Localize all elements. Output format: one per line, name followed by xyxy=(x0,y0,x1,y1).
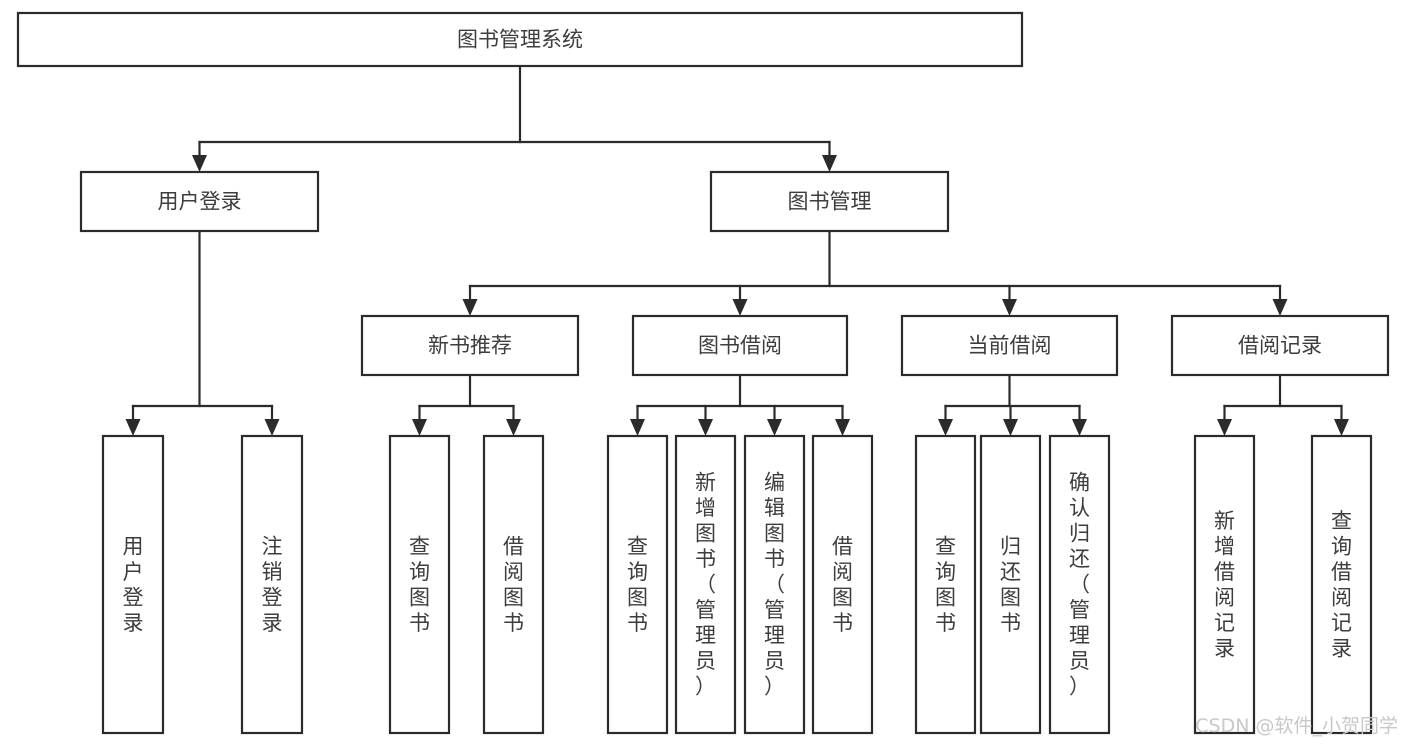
node-box-leaf-br-query-record[interactable] xyxy=(1310,434,1373,735)
arrow-head-icon xyxy=(192,155,207,172)
node-label-user-login: 用户登录 xyxy=(158,190,242,214)
node-box-leaf-cb-query-book[interactable] xyxy=(914,434,977,735)
node-box-book-manage[interactable] xyxy=(709,170,950,233)
node-user-login[interactable]: 用户登录 xyxy=(79,170,320,233)
node-label-leaf-bb-query-book: 查询图书 xyxy=(627,534,648,635)
node-label-leaf-cb-return-book: 归还图书 xyxy=(1000,534,1021,635)
edge-group-borrow-record xyxy=(1217,373,1349,436)
arrow-head-icon xyxy=(1072,419,1087,436)
node-leaf-cb-query-book[interactable]: 查询图书 xyxy=(914,434,977,735)
arrow-head-icon xyxy=(462,299,478,316)
edge-group-book-manage xyxy=(462,229,1288,316)
node-book-manage[interactable]: 图书管理 xyxy=(709,170,950,233)
edge-group-user-login xyxy=(125,229,280,436)
node-box-leaf-rec-query-book[interactable] xyxy=(388,434,451,735)
arrow-head-icon xyxy=(630,419,645,436)
node-leaf-bb-borrow-book[interactable]: 借阅图书 xyxy=(811,434,874,735)
node-box-leaf-bb-query-book[interactable] xyxy=(606,434,669,735)
node-label-leaf-br-add-record: 新增借阅记录 xyxy=(1214,509,1235,661)
node-leaf-user-login[interactable]: 用户登录 xyxy=(101,434,165,735)
node-label-leaf-rec-borrow-book: 借阅图书 xyxy=(503,534,524,635)
node-layer: 图书管理系统用户登录图书管理新书推荐图书借阅当前借阅借阅记录用户登录注销登录查询… xyxy=(16,11,1390,735)
node-box-leaf-rec-borrow-book[interactable] xyxy=(482,434,545,735)
node-leaf-br-query-record[interactable]: 查询借阅记录 xyxy=(1310,434,1373,735)
arrow-head-icon xyxy=(1003,419,1018,436)
connector-layer xyxy=(125,64,1349,436)
node-box-leaf-bb-borrow-book[interactable] xyxy=(811,434,874,735)
arrow-head-icon xyxy=(698,419,713,436)
node-label-leaf-logout: 注销登录 xyxy=(262,534,283,635)
node-label-book-manage: 图书管理 xyxy=(788,190,872,214)
arrow-head-icon xyxy=(1272,299,1288,316)
arrow-head-icon xyxy=(1334,419,1349,436)
arrow-head-icon xyxy=(125,419,141,436)
node-label-current-borrow: 当前借阅 xyxy=(968,334,1052,358)
edge-group-book-borrow xyxy=(630,373,850,436)
node-leaf-logout[interactable]: 注销登录 xyxy=(240,434,304,735)
arrow-head-icon xyxy=(506,419,521,436)
node-box-current-borrow[interactable] xyxy=(900,314,1119,377)
node-root[interactable]: 图书管理系统 xyxy=(16,11,1024,68)
node-label-leaf-bb-add-book: 新增图书（管理员） xyxy=(695,471,716,699)
node-box-borrow-record[interactable] xyxy=(1170,314,1390,377)
arrow-head-icon xyxy=(412,419,427,436)
node-leaf-bb-add-book[interactable]: 新增图书（管理员） xyxy=(674,434,737,735)
node-leaf-cb-return-book[interactable]: 归还图书 xyxy=(979,434,1042,735)
node-box-leaf-br-add-record[interactable] xyxy=(1193,434,1256,735)
node-leaf-cb-confirm-return[interactable]: 确认归还（管理员） xyxy=(1048,434,1111,735)
node-label-leaf-cb-query-book: 查询图书 xyxy=(935,534,956,635)
arrow-head-icon xyxy=(835,419,850,436)
node-label-root: 图书管理系统 xyxy=(457,28,583,52)
node-label-book-borrow: 图书借阅 xyxy=(698,334,782,358)
csdn-watermark: CSDN @软件_小贺同学 xyxy=(1195,715,1398,737)
node-box-leaf-user-login[interactable] xyxy=(101,434,165,735)
node-label-leaf-bb-edit-book: 编辑图书（管理员） xyxy=(764,471,785,699)
arrow-head-icon xyxy=(1002,299,1017,316)
arrow-head-icon xyxy=(1217,419,1232,436)
node-label-leaf-br-query-record: 查询借阅记录 xyxy=(1331,509,1352,661)
arrow-head-icon xyxy=(938,419,953,436)
arrow-head-icon xyxy=(822,155,837,172)
node-label-new-book-rec: 新书推荐 xyxy=(428,334,512,358)
node-box-new-book-rec[interactable] xyxy=(360,314,580,377)
node-box-leaf-bb-edit-book[interactable] xyxy=(743,434,806,735)
arrow-head-icon xyxy=(767,419,782,436)
node-leaf-bb-query-book[interactable]: 查询图书 xyxy=(606,434,669,735)
edge-group-root xyxy=(192,64,837,172)
node-box-user-login[interactable] xyxy=(79,170,320,233)
edge-group-new-book-rec xyxy=(412,373,521,436)
node-leaf-bb-edit-book[interactable]: 编辑图书（管理员） xyxy=(743,434,806,735)
arrow-head-icon xyxy=(732,299,748,316)
node-current-borrow[interactable]: 当前借阅 xyxy=(900,314,1119,377)
arrow-head-icon xyxy=(264,419,280,436)
node-box-leaf-bb-add-book[interactable] xyxy=(674,434,737,735)
node-leaf-rec-query-book[interactable]: 查询图书 xyxy=(388,434,451,735)
node-label-leaf-bb-borrow-book: 借阅图书 xyxy=(832,534,853,635)
node-label-borrow-record: 借阅记录 xyxy=(1238,334,1322,358)
node-box-book-borrow[interactable] xyxy=(631,314,849,377)
node-box-leaf-cb-confirm-return[interactable] xyxy=(1048,434,1111,735)
node-borrow-record[interactable]: 借阅记录 xyxy=(1170,314,1390,377)
node-leaf-rec-borrow-book[interactable]: 借阅图书 xyxy=(482,434,545,735)
node-leaf-br-add-record[interactable]: 新增借阅记录 xyxy=(1193,434,1256,735)
edge-group-current-borrow xyxy=(938,373,1087,436)
node-label-leaf-rec-query-book: 查询图书 xyxy=(409,534,430,635)
node-box-root[interactable] xyxy=(16,11,1024,68)
node-label-leaf-user-login: 用户登录 xyxy=(123,534,144,635)
node-box-leaf-cb-return-book[interactable] xyxy=(979,434,1042,735)
node-book-borrow[interactable]: 图书借阅 xyxy=(631,314,849,377)
node-new-book-rec[interactable]: 新书推荐 xyxy=(360,314,580,377)
node-label-leaf-cb-confirm-return: 确认归还（管理员） xyxy=(1069,471,1090,699)
node-box-leaf-logout[interactable] xyxy=(240,434,304,735)
